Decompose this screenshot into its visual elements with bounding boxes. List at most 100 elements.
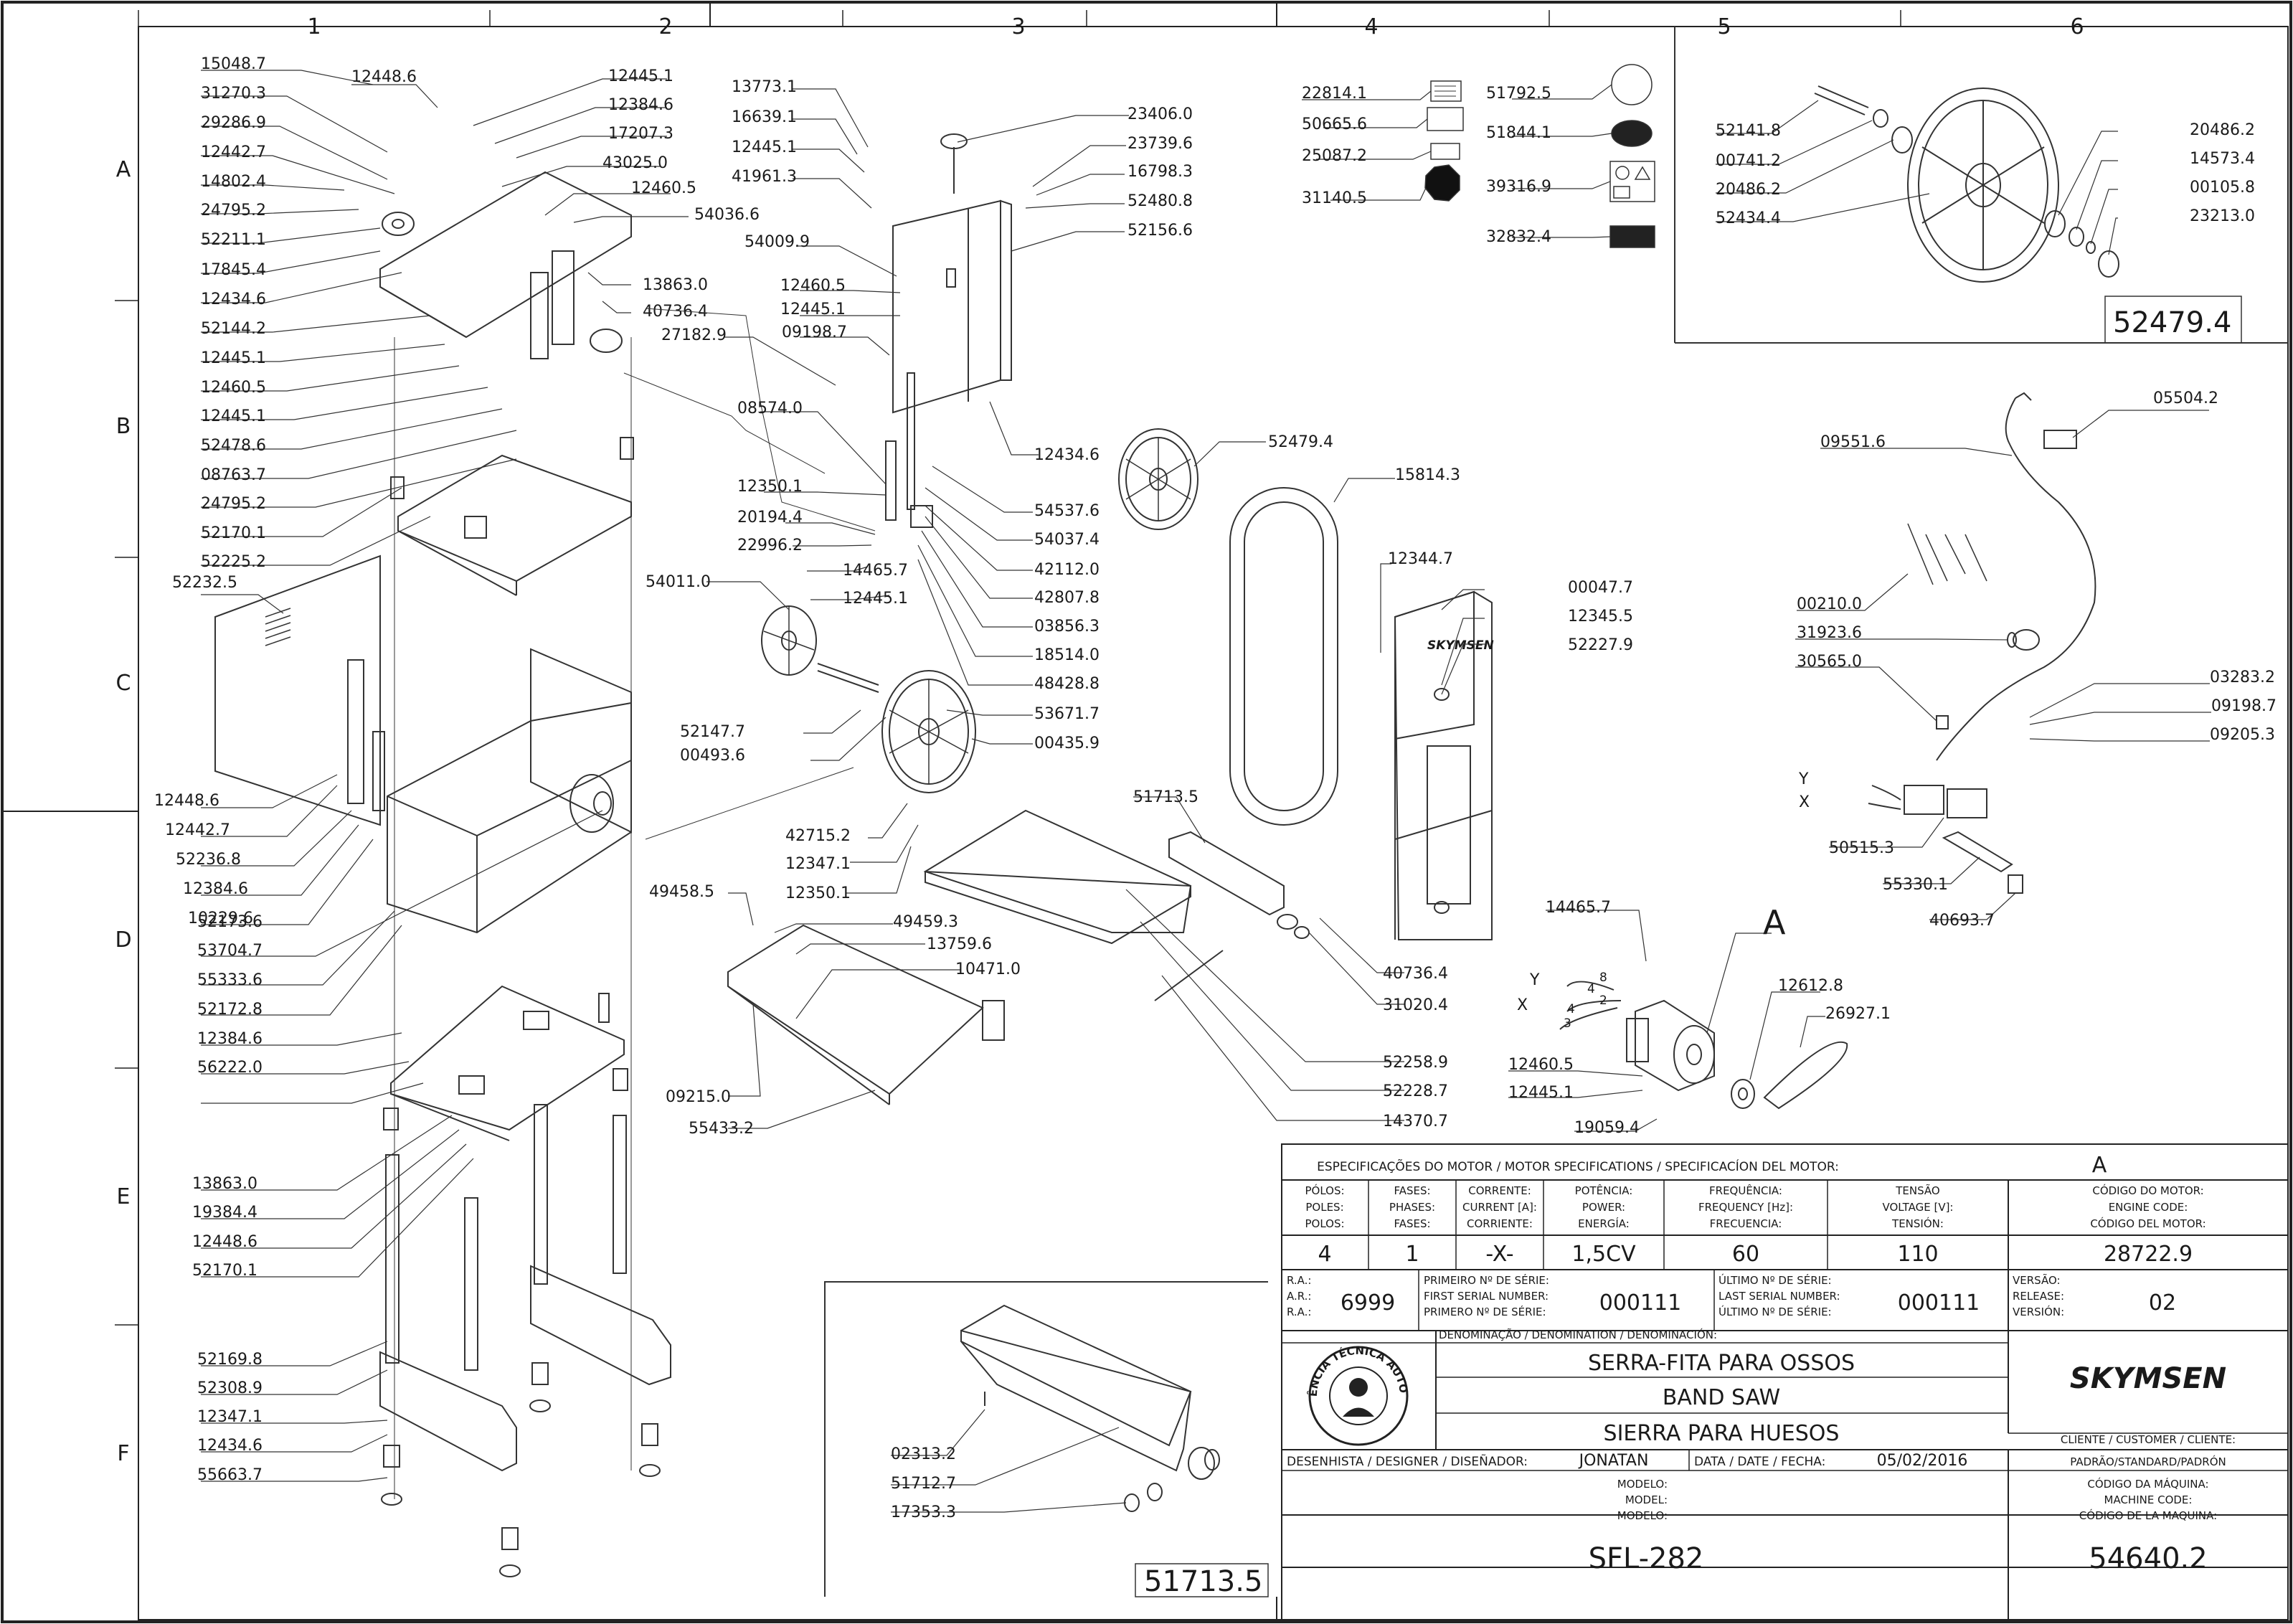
part-number: 20486.2 <box>2190 121 2255 139</box>
col-header-poles: PÓLOS: <box>1305 1184 1344 1197</box>
part-number: 55433.2 <box>689 1120 754 1138</box>
part-number: 50665.6 <box>1302 115 1367 133</box>
part-number: 14802.4 <box>201 173 266 191</box>
machine-code-label: CÓDIGO DE LA MAQUINA: <box>2079 1509 2217 1522</box>
part-number: 22996.2 <box>737 537 803 554</box>
wire-label: X <box>1799 793 1810 811</box>
part-number: 12434.6 <box>197 1437 263 1455</box>
part-number: 19384.4 <box>192 1204 257 1222</box>
date-value: 05/02/2016 <box>1877 1452 1968 1470</box>
machine-code-value: 54640.2 <box>2089 1542 2207 1575</box>
col-header-phases: FASES: <box>1394 1217 1430 1230</box>
col-header-poles: POLES: <box>1305 1201 1343 1214</box>
version-value: 02 <box>2149 1290 2176 1316</box>
part-number: 52478.6 <box>201 437 266 455</box>
col-header-power: POTÊNCIA: <box>1575 1184 1633 1197</box>
column-label: 6 <box>2070 14 2084 39</box>
col-header-phases: FASES: <box>1394 1184 1430 1197</box>
model-value: SFL-282 <box>1589 1542 1704 1575</box>
cabinet-assembly <box>214 171 671 1577</box>
part-number: 52172.8 <box>197 1001 263 1019</box>
wire-number: 3 <box>1564 1016 1571 1031</box>
value-poles: 4 <box>1318 1242 1331 1267</box>
part-number: 52211.1 <box>201 231 266 249</box>
center-right-callouts: 23406.0 23739.6 16798.3 52480.8 52156.6 … <box>1034 105 1448 1130</box>
col-header-current: CURRENT [A]: <box>1462 1201 1537 1214</box>
part-number: 23739.6 <box>1127 135 1193 153</box>
part-number: 12350.1 <box>785 884 851 902</box>
column-label: 2 <box>658 14 672 39</box>
motor-detail <box>1559 981 1848 1110</box>
col-header-power: ENERGÍA: <box>1578 1217 1630 1230</box>
part-number: 00741.2 <box>1716 152 1781 170</box>
part-number: 17845.4 <box>201 261 266 279</box>
motor-leaders <box>1508 910 1825 1132</box>
version-label: VERSÃO: <box>2013 1273 2061 1287</box>
col-header-current: CORRIENTE: <box>1467 1217 1533 1230</box>
last-serial-label: LAST SERIAL NUMBER: <box>1718 1290 1840 1303</box>
frame-leaders <box>1308 478 1485 1005</box>
svg-text:SKYMSEN: SKYMSEN <box>1427 638 1494 653</box>
part-number: 00210.0 <box>1797 595 1862 613</box>
part-number: 03856.3 <box>1034 618 1100 636</box>
wheel-inset <box>1674 27 2288 344</box>
part-number: 40736.4 <box>643 303 708 321</box>
part-number: 12344.7 <box>1388 550 1453 568</box>
part-number: 43025.0 <box>602 154 668 172</box>
left-callouts: 15048.7 31270.3 29286.9 12442.7 14802.4 … <box>154 55 266 1484</box>
column-label: 5 <box>1717 14 1731 39</box>
value-power: 1,5CV <box>1571 1242 1636 1267</box>
value-voltage: 110 <box>1897 1242 1938 1267</box>
value-current: -X- <box>1485 1242 1513 1267</box>
part-number: 25087.2 <box>1302 147 1367 165</box>
value-frequency: 60 <box>1732 1242 1759 1267</box>
part-number: 31923.6 <box>1797 624 1862 642</box>
part-number: 09198.7 <box>782 324 847 341</box>
part-number: 52170.1 <box>201 524 266 542</box>
electrical-parts <box>1868 392 2096 894</box>
part-number: 09205.3 <box>2210 726 2275 744</box>
col-header-frequency: FREQUÊNCIA: <box>1709 1184 1782 1197</box>
part-number: 20194.4 <box>737 509 803 527</box>
column-label: 3 <box>1011 14 1025 39</box>
part-number: 24795.2 <box>201 202 266 219</box>
col-header-voltage: VOLTAGE [V]: <box>1883 1201 1954 1214</box>
part-number: 12442.7 <box>201 143 266 161</box>
left-callout-leaders <box>201 70 603 1482</box>
row-label: D <box>115 927 131 953</box>
part-number: 51792.5 <box>1486 85 1551 103</box>
customer-label: CLIENTE / CUSTOMER / CLIENTE: <box>2061 1433 2236 1446</box>
wire-number: 4 <box>1587 982 1595 996</box>
part-number: 09198.7 <box>2211 697 2277 715</box>
decal-callouts: 22814.1 50665.6 25087.2 31140.5 51792.5 … <box>1302 85 1551 246</box>
part-number: 51713.5 <box>1133 788 1198 806</box>
part-number: 26927.1 <box>1825 1005 1891 1023</box>
part-number: 55663.7 <box>197 1466 263 1484</box>
fence-inset-leaders <box>891 1409 1127 1513</box>
part-number: 12384.6 <box>183 880 248 898</box>
part-number: 12384.6 <box>197 1030 263 1048</box>
date-label: DATA / DATE / FECHA: <box>1694 1455 1825 1469</box>
motor-letter: A <box>2092 1153 2107 1178</box>
column-label: 1 <box>307 14 321 39</box>
center-right-leaders <box>917 115 1404 1121</box>
brand-logo: SKYMSEN <box>2070 1362 2226 1395</box>
part-number: 00435.9 <box>1034 735 1100 752</box>
part-number: 40736.4 <box>1383 965 1448 983</box>
part-number: 52156.6 <box>1127 222 1193 240</box>
wire-label: Y <box>1529 971 1540 989</box>
part-number: 12448.6 <box>154 792 219 810</box>
decal-leaders <box>1302 84 1612 238</box>
part-number: 53704.7 <box>197 942 263 960</box>
part-number: 48428.8 <box>1034 675 1100 693</box>
col-header-engine-code: CÓDIGO DO MOTOR: <box>2092 1184 2203 1197</box>
part-number: 42112.0 <box>1034 561 1100 579</box>
row-label: C <box>116 671 131 696</box>
part-number: 23213.0 <box>2190 207 2255 225</box>
part-number: 13773.1 <box>732 78 797 96</box>
denomination-es: SIERRA PARA HUESOS <box>1604 1421 1840 1446</box>
part-number: 31020.4 <box>1383 996 1448 1014</box>
part-number: 52228.7 <box>1383 1082 1448 1100</box>
part-number: 09215.0 <box>666 1088 731 1106</box>
